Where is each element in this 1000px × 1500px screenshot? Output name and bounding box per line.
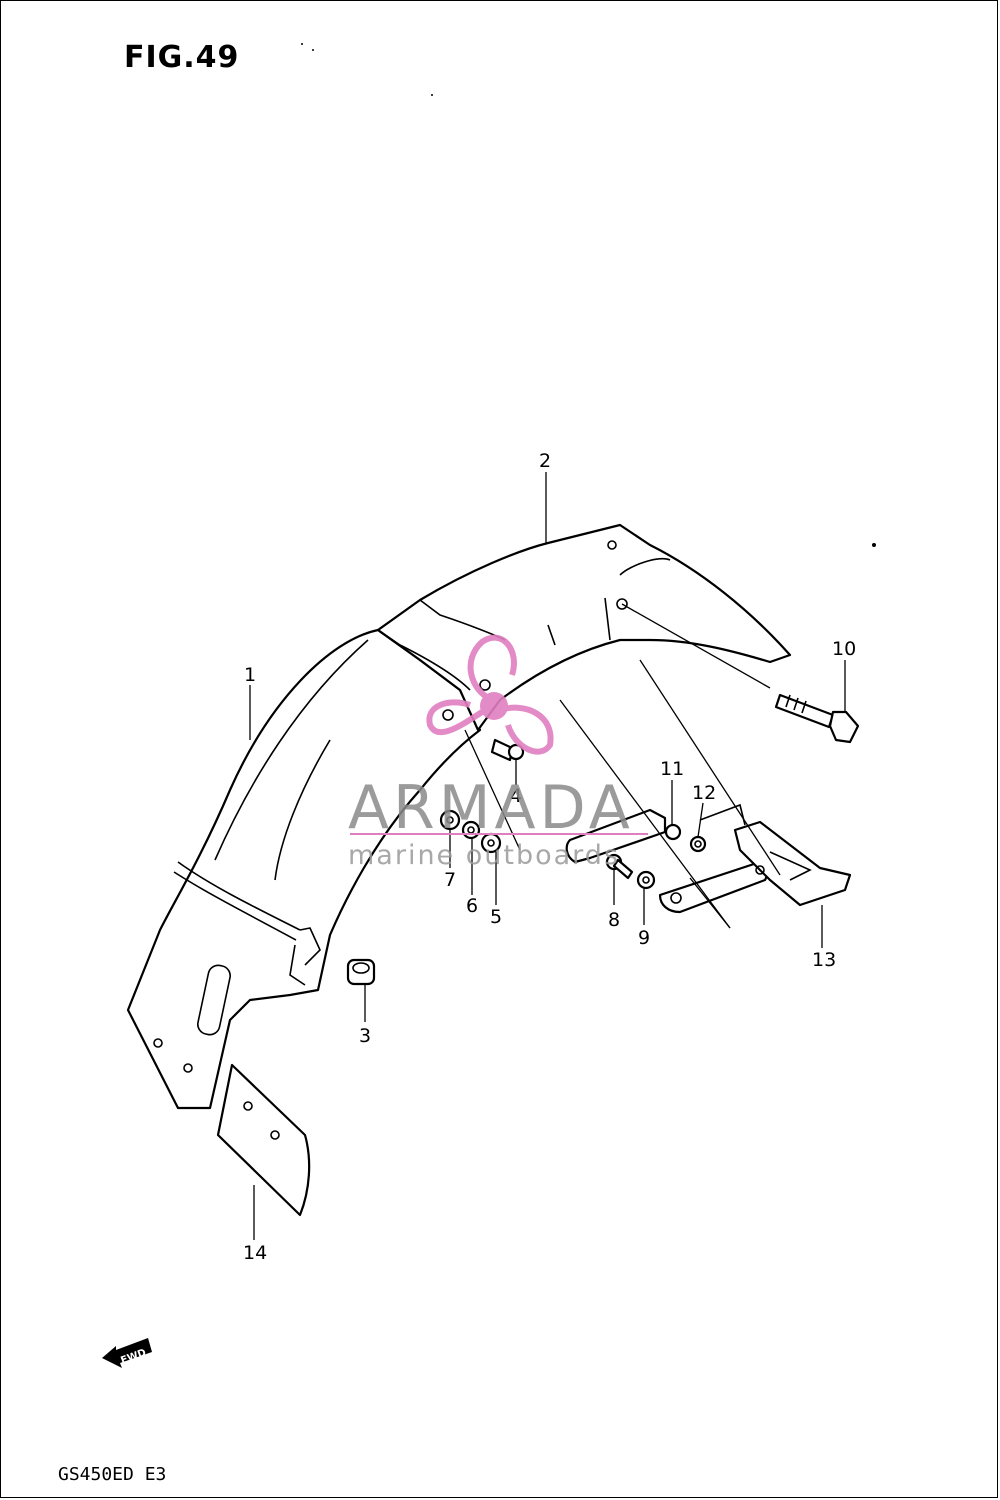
rear-fender: [126, 628, 482, 1110]
watermark-subtitle: marine outboards: [348, 840, 620, 871]
mud-flap: [216, 1063, 311, 1217]
callout-8: 8: [608, 909, 620, 931]
propeller-logo-icon: [426, 634, 554, 755]
callout-14: 14: [243, 1242, 267, 1264]
assembly-lines: [464, 603, 781, 929]
callout-9: 9: [638, 927, 650, 949]
cushion: [346, 958, 376, 986]
callout-7: 7: [444, 869, 456, 891]
callout-1: 1: [244, 664, 256, 686]
callout-6: 6: [466, 895, 478, 917]
scan-specks: [301, 43, 876, 547]
callout-2: 2: [539, 450, 551, 472]
bracket: [565, 803, 852, 914]
bolt: [774, 693, 860, 744]
leader-lines: [249, 472, 846, 1240]
callout-10: 10: [832, 638, 856, 660]
callout-3: 3: [359, 1025, 371, 1047]
small-fasteners: [439, 738, 656, 890]
callout-13: 13: [812, 949, 836, 971]
callout-5: 5: [490, 906, 502, 928]
callout-4: 4: [510, 785, 522, 807]
callout-labels: 1 2 3 4 5 6 7 8 9 10 11 12 13 14: [243, 450, 856, 1264]
figure-title: FIG.49: [124, 40, 240, 75]
forward-arrow-icon: FWD: [102, 1338, 152, 1368]
watermark-name: ARMADA: [348, 773, 634, 843]
callout-11: 11: [660, 758, 684, 780]
callout-12: 12: [692, 782, 716, 804]
model-code: GS450ED E3: [58, 1464, 167, 1485]
rear-fender-upper: [376, 523, 792, 732]
